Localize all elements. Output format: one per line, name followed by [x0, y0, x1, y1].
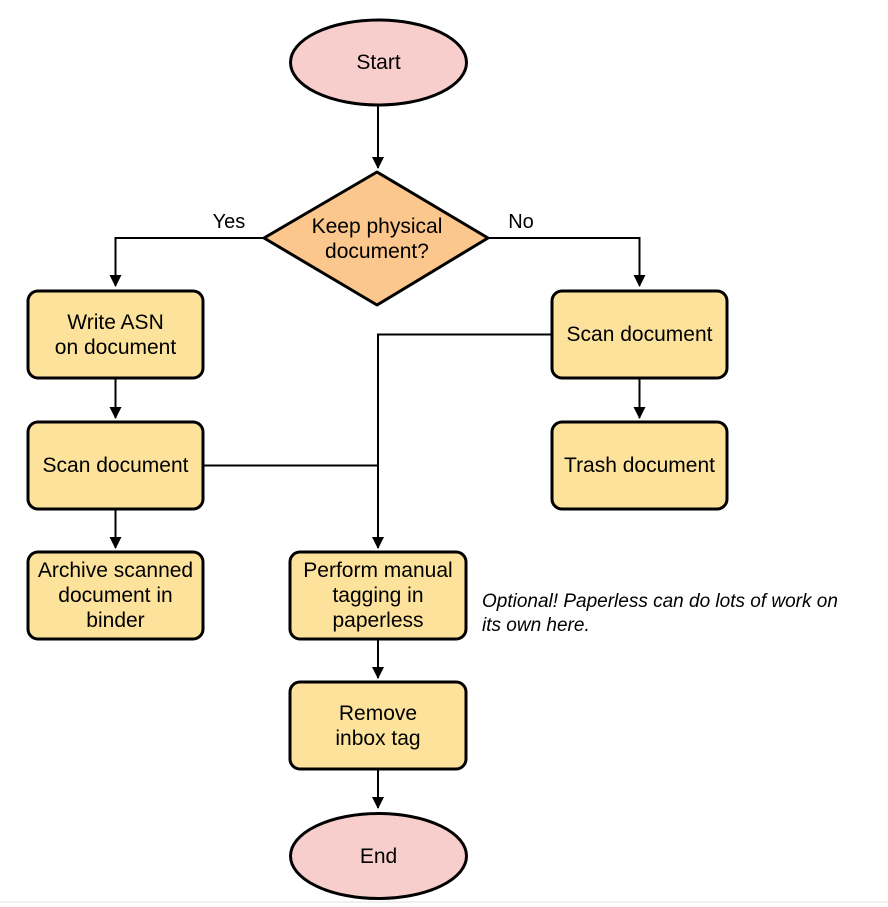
- remove-inbox-line-2: inbox tag: [335, 726, 421, 750]
- optional-note-line-1: Optional! Paperless can do lots of work …: [482, 591, 838, 612]
- archive-line-3: binder: [86, 609, 145, 632]
- write-asn-node-shape: [26, 289, 205, 380]
- trash-line-1: Trash document: [564, 454, 715, 477]
- remove-inbox-node-label: Remove inbox tag: [290, 682, 466, 769]
- decision-node-label: Keep physical document?: [264, 172, 490, 305]
- edge-label-yes-text: Yes: [212, 211, 246, 233]
- edge-label-yes: Yes: [199, 210, 259, 234]
- tagging-line-1: Perform manual: [303, 559, 453, 582]
- decision-line-1: Keep physical: [311, 214, 443, 238]
- remove-inbox-line-1: Remove: [338, 701, 418, 725]
- edge-label-no: No: [491, 210, 551, 234]
- archive-line-1: Archive scanned: [37, 559, 194, 582]
- optional-note: Optional! Paperless can do lots of work …: [482, 590, 888, 638]
- end-node-label: End: [290, 813, 467, 899]
- archive-line-2: document in: [58, 584, 173, 607]
- scan-left-node-shape: [26, 420, 205, 511]
- tagging-line-2: tagging in: [332, 584, 424, 607]
- tagging-line-3: paperless: [332, 609, 424, 632]
- decision-node-shape: [262, 170, 490, 307]
- start-node-text: Start: [356, 51, 401, 74]
- trash-node-shape: [550, 420, 729, 511]
- archive-node-label: Archive scanned document in binder: [28, 552, 203, 639]
- edge-decision-yes-to-write-asn: [109, 237, 264, 287]
- scan-right-node-shape: [550, 289, 729, 380]
- scan-right-line-1: Scan document: [566, 323, 713, 346]
- edge-decision-no-to-scan-right: [488, 237, 646, 287]
- scan-left-node-label: Scan document: [28, 422, 203, 509]
- edge-scan-right-to-tagging: [372, 333, 552, 549]
- write-asn-node-label: Write ASN on document: [28, 291, 203, 378]
- tagging-node-shape: [288, 550, 468, 641]
- optional-note-line-2: its own here.: [482, 615, 590, 636]
- bottom-divider: [0, 901, 888, 903]
- write-asn-line-1: Write ASN: [67, 310, 164, 334]
- end-node-text: End: [359, 844, 398, 868]
- remove-inbox-node-shape: [288, 680, 468, 771]
- tagging-node-label: Perform manual tagging in paperless: [290, 552, 466, 639]
- scan-left-line-1: Scan document: [42, 454, 189, 477]
- start-node-shape: [289, 18, 468, 107]
- start-node-label: Start: [290, 20, 467, 105]
- decision-line-2: document?: [325, 239, 429, 263]
- edge-label-no-text: No: [508, 211, 534, 233]
- trash-node-label: Trash document: [552, 422, 727, 509]
- end-node-shape: [289, 812, 468, 900]
- scan-right-node-label: Scan document: [552, 291, 727, 378]
- archive-node-shape: [26, 550, 205, 641]
- write-asn-line-2: on document: [54, 335, 177, 359]
